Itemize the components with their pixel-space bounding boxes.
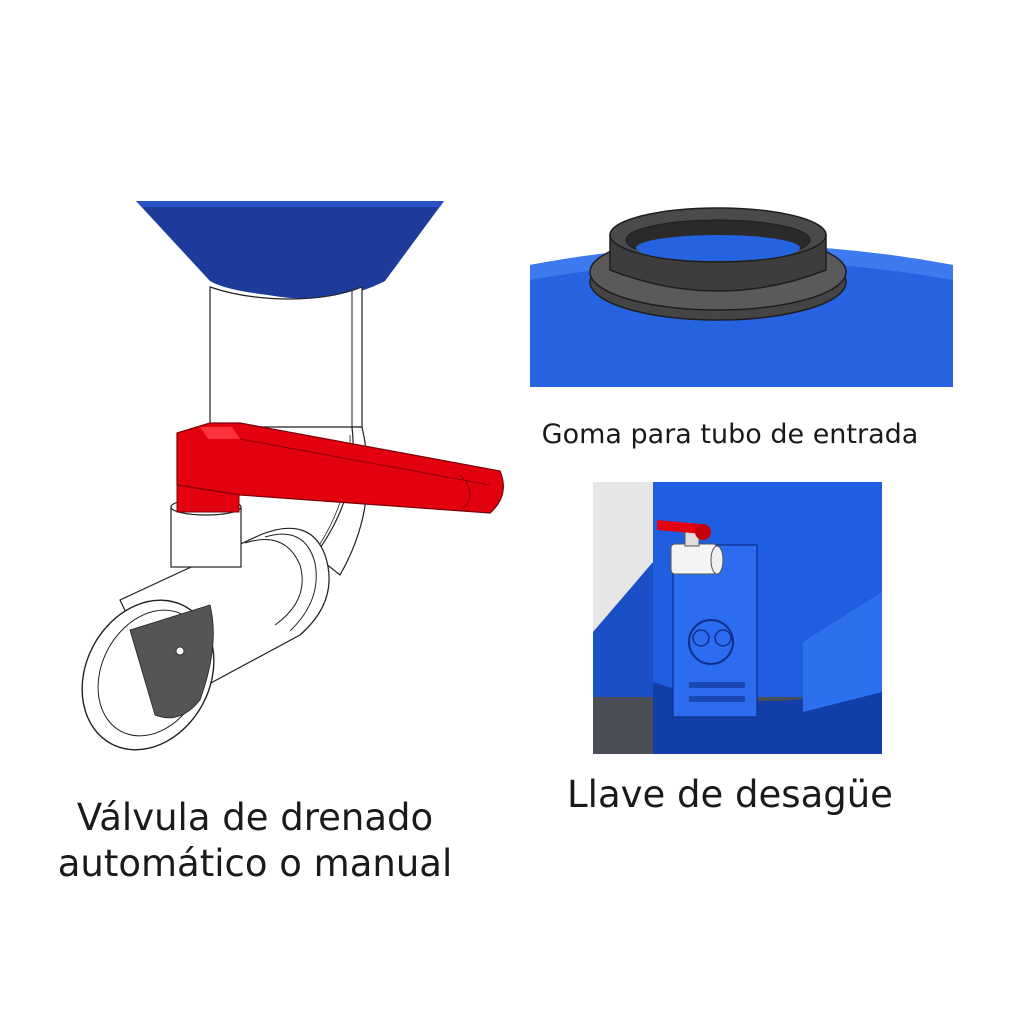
drain-tap-icon [593, 482, 882, 754]
gasket-caption: Goma para tubo de entrada [541, 419, 919, 450]
valve-handle-red [176, 422, 504, 514]
tap-handle-red [657, 520, 703, 534]
valve-stem-collar [170, 506, 242, 568]
ball-valve-icon [81, 201, 504, 751]
valve-caption-line-1: Válvula de drenado [76, 796, 434, 839]
valve-ball-shape [129, 604, 214, 719]
valve-caption-line-2: automático o manual [57, 842, 453, 885]
valve-caption: Válvula de drenado automático o manual [40, 795, 470, 887]
tap-body [670, 543, 718, 575]
drain-caption: Llave de desagüe [567, 773, 893, 816]
gasket-opening [636, 235, 800, 261]
vertical-pipe-shape [209, 286, 363, 428]
rubber-gasket-icon [530, 207, 953, 387]
tank-cone-shape [136, 201, 444, 299]
gasket-illustration [530, 200, 953, 387]
drain-tap-illustration [593, 482, 882, 754]
drain-valve-illustration [60, 195, 520, 765]
